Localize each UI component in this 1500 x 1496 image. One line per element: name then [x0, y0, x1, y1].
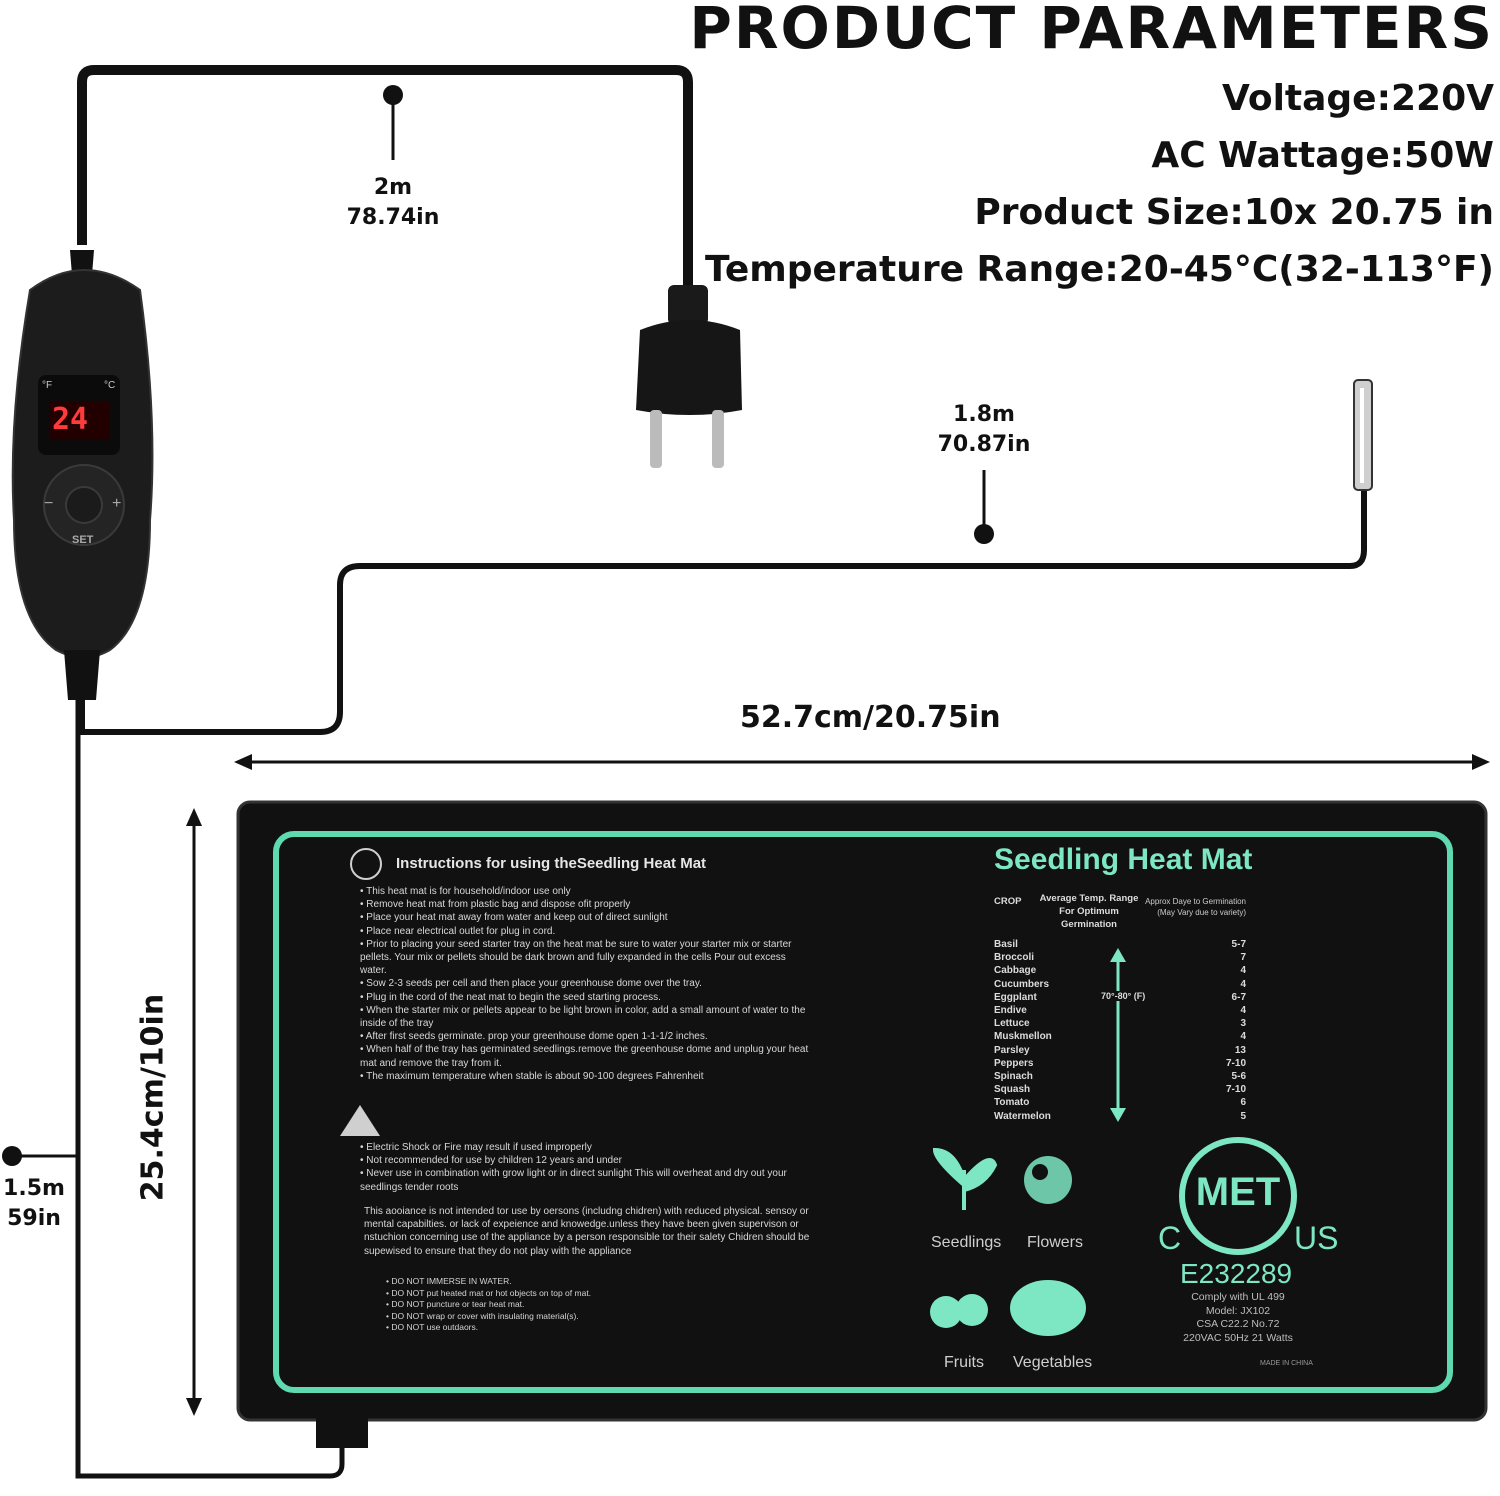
instruction-item: When half of the tray has germinated see…: [360, 1043, 815, 1069]
product-title: Seedling Heat Mat: [994, 843, 1253, 876]
do-not-item: DO NOT put heated mat or hot objects on …: [386, 1288, 706, 1300]
instruction-item: The maximum temperature when stable is a…: [360, 1070, 815, 1083]
crop-header: CROP: [994, 896, 1022, 907]
met-logo-text: MET: [1195, 1170, 1281, 1214]
instruction-item: Remove heat mat from plastic bag and dis…: [360, 898, 815, 911]
met-certification-logo: [1179, 1137, 1297, 1255]
warning-item: Electric Shock or Fire may result if use…: [360, 1141, 815, 1154]
instruction-item: Place your heat mat away from water and …: [360, 911, 815, 924]
cert-details: Comply with UL 499 Model: JX102 CSA C22.…: [1183, 1291, 1293, 1344]
mat-cord: [75, 680, 345, 1479]
plus-button[interactable]: +: [112, 495, 122, 512]
seedlings-label: Seedlings: [931, 1234, 1002, 1251]
param-size: Product Size:10x 20.75 in: [974, 192, 1494, 233]
fruits-icon: [930, 1294, 988, 1328]
instructions-list: This heat mat is for household/indoor us…: [360, 885, 815, 1083]
cert-us: US: [1294, 1220, 1339, 1256]
warnings-list: Electric Shock or Fire may result if use…: [360, 1141, 815, 1194]
vegetables-icon: [1010, 1280, 1086, 1336]
seedlings-icon: [932, 1147, 998, 1210]
warning-item: Never use in combination with grow light…: [360, 1167, 815, 1193]
do-not-item: DO NOT use outdaors.: [386, 1322, 706, 1334]
flowers-icon: [1024, 1156, 1072, 1204]
width-dimension: 52.7cm/20.75in: [740, 700, 1001, 735]
instruction-item: Place near electrical outlet for plug in…: [360, 925, 815, 938]
germination-table-header: CROP Average Temp. Range For Optimum Ger…: [994, 892, 1250, 932]
minus-button[interactable]: −: [44, 495, 54, 512]
do-not-list: DO NOT IMMERSE IN WATER. DO NOT put heat…: [386, 1276, 706, 1334]
flowers-label: Flowers: [1027, 1234, 1084, 1251]
unit-f-label: °F: [42, 380, 53, 391]
vegetables-label: Vegetables: [1013, 1354, 1093, 1371]
do-not-item: DO NOT wrap or cover with insulating mat…: [386, 1311, 706, 1323]
book-icon: [350, 848, 382, 880]
power-cord: [77, 65, 693, 290]
do-not-item: DO NOT IMMERSE IN WATER.: [386, 1276, 706, 1288]
cert-c: C: [1158, 1220, 1182, 1256]
instructions-title: Instructions for using theSeedling Heat …: [396, 855, 707, 872]
instruction-item: Sow 2-3 seeds per cell and then place yo…: [360, 977, 815, 990]
warning-item: Not recommended for use by children 12 y…: [360, 1154, 815, 1167]
controller: [11, 250, 154, 700]
instruction-item: Plug in the cord of the neat mat to begi…: [360, 991, 815, 1004]
made-in-label: MADE IN CHINA: [1260, 1360, 1313, 1367]
param-temperature-range: Temperature Range:20-45°C(32-113°F): [705, 249, 1494, 290]
instruction-item: When the starter mix or pellets appear t…: [360, 1004, 815, 1030]
days-header: Approx Daye to Germination (May Vary due…: [1145, 897, 1246, 917]
instruction-item: This heat mat is for household/indoor us…: [360, 885, 815, 898]
param-wattage: AC Wattage:50W: [1151, 135, 1494, 176]
page-title: PRODUCT PARAMETERS: [689, 0, 1494, 62]
set-button[interactable]: SET: [72, 534, 94, 546]
fruits-label: Fruits: [944, 1354, 984, 1371]
temperature-display: 24: [52, 402, 89, 437]
eu-plug: [636, 285, 742, 468]
temp-range-label: 70°-80° (F): [1099, 991, 1148, 1001]
appliance-note: This aooiance is not intended tor use by…: [364, 1206, 810, 1257]
height-dimension: 25.4cm/10in: [135, 993, 171, 1202]
instruction-item: Prior to placing your seed starter tray …: [360, 938, 815, 978]
probe-cord: [92, 470, 1367, 735]
cert-number: E232289: [1180, 1258, 1293, 1289]
do-not-item: DO NOT puncture or tear heat mat.: [386, 1299, 706, 1311]
unit-c-label: °C: [104, 380, 116, 391]
warning-icon: [340, 1105, 380, 1136]
param-voltage: Voltage:220V: [1221, 78, 1494, 119]
instruction-item: After first seeds germinate. prop your g…: [360, 1030, 815, 1043]
temp-header: Average Temp. Range For Optimum Germinat…: [1039, 893, 1139, 930]
